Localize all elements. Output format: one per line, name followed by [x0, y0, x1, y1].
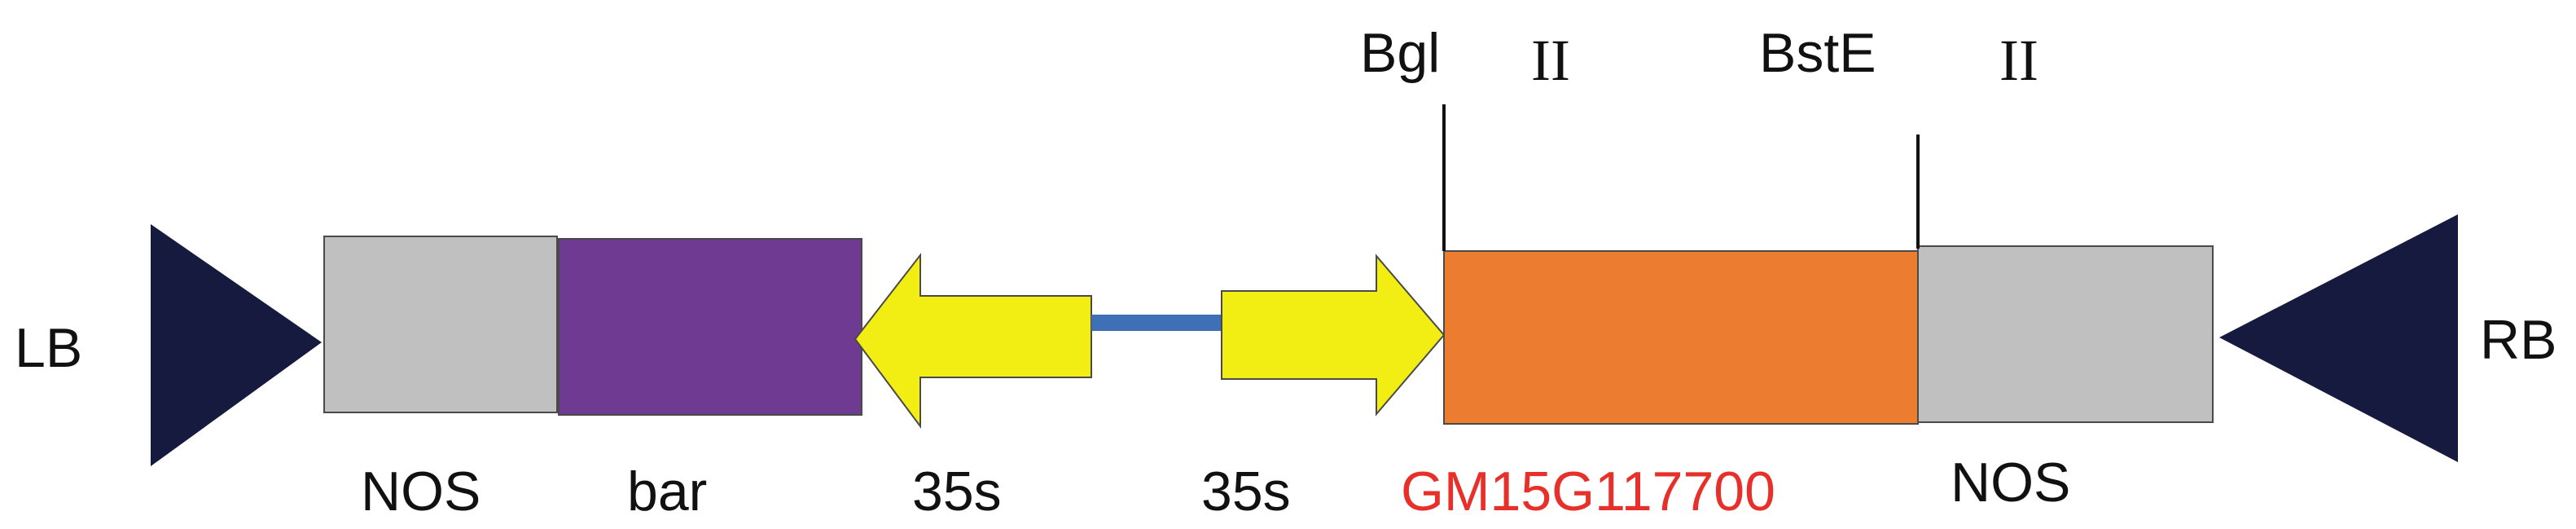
target-gene-label: GM15G117700	[1401, 461, 1775, 522]
left-border-triangle	[151, 224, 322, 466]
35s-promoter-arrow-left	[854, 253, 1092, 430]
right-border-label: RB	[2480, 309, 2556, 371]
bste-site-label: BstE	[1759, 22, 1876, 84]
bgl-site-numeral: II	[1531, 28, 1570, 93]
promoter-linker-line	[1091, 315, 1223, 331]
nos-terminator-left-box	[323, 236, 558, 413]
bste-site-numeral: II	[1999, 28, 2038, 93]
promoter-left-label: 35s	[912, 461, 1002, 522]
promoter-right-label: 35s	[1201, 461, 1291, 522]
left-border-label: LB	[15, 317, 82, 379]
nos-terminator-right-box	[1917, 245, 2214, 423]
target-gene-box	[1443, 250, 1919, 425]
nos-left-label: NOS	[361, 461, 481, 522]
bar-gene-box	[558, 238, 862, 416]
right-border-triangle	[2219, 214, 2458, 462]
35s-promoter-arrow-right	[1221, 253, 1446, 417]
nos-right-label: NOS	[1951, 452, 2070, 514]
bgl-site-label: Bgl	[1360, 22, 1440, 84]
bar-label: bar	[627, 461, 707, 522]
